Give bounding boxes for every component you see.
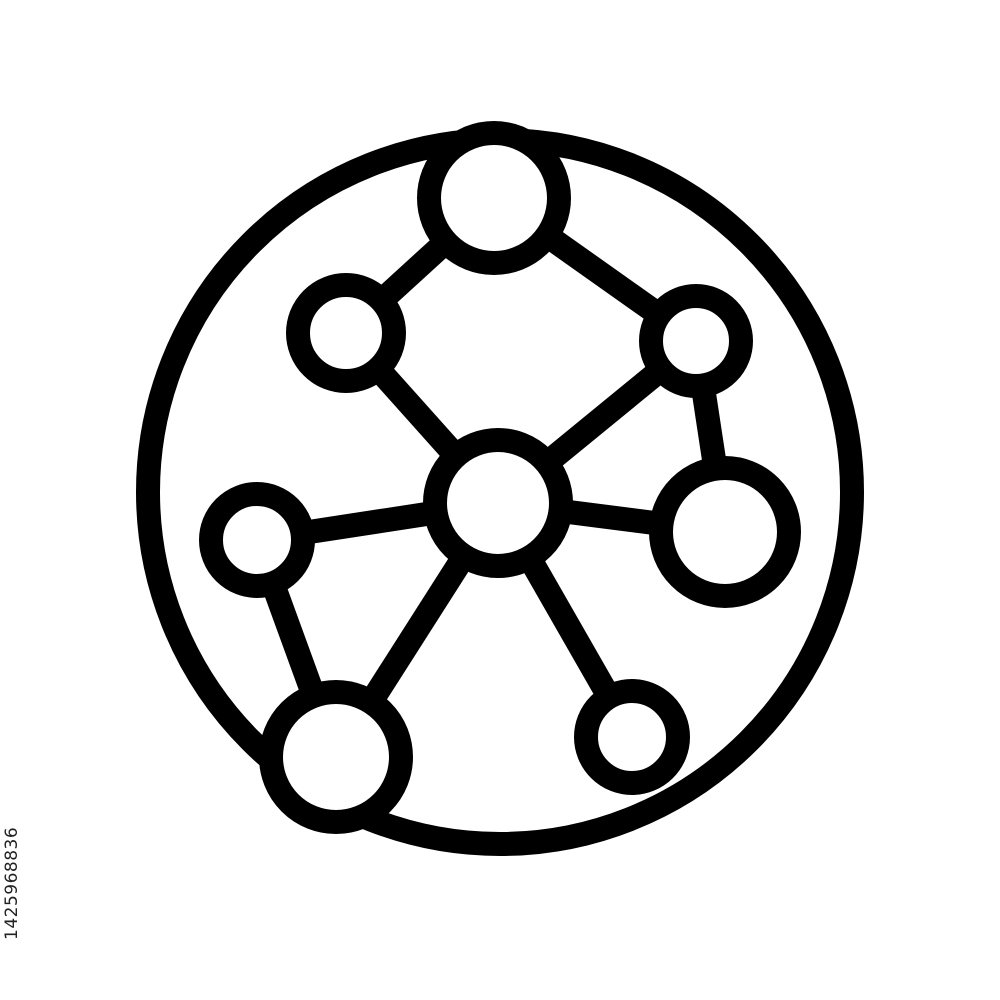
node-right [649,456,801,608]
node-bottom-right [574,679,690,795]
stock-id-watermark: 1425968836 [2,826,22,940]
node-top [417,121,571,275]
node-upper-left [286,273,406,393]
node-bottom-left [259,680,413,834]
node-center [423,428,573,578]
node-upper-right [639,284,753,398]
nodes [199,121,801,834]
node-left [199,482,315,598]
